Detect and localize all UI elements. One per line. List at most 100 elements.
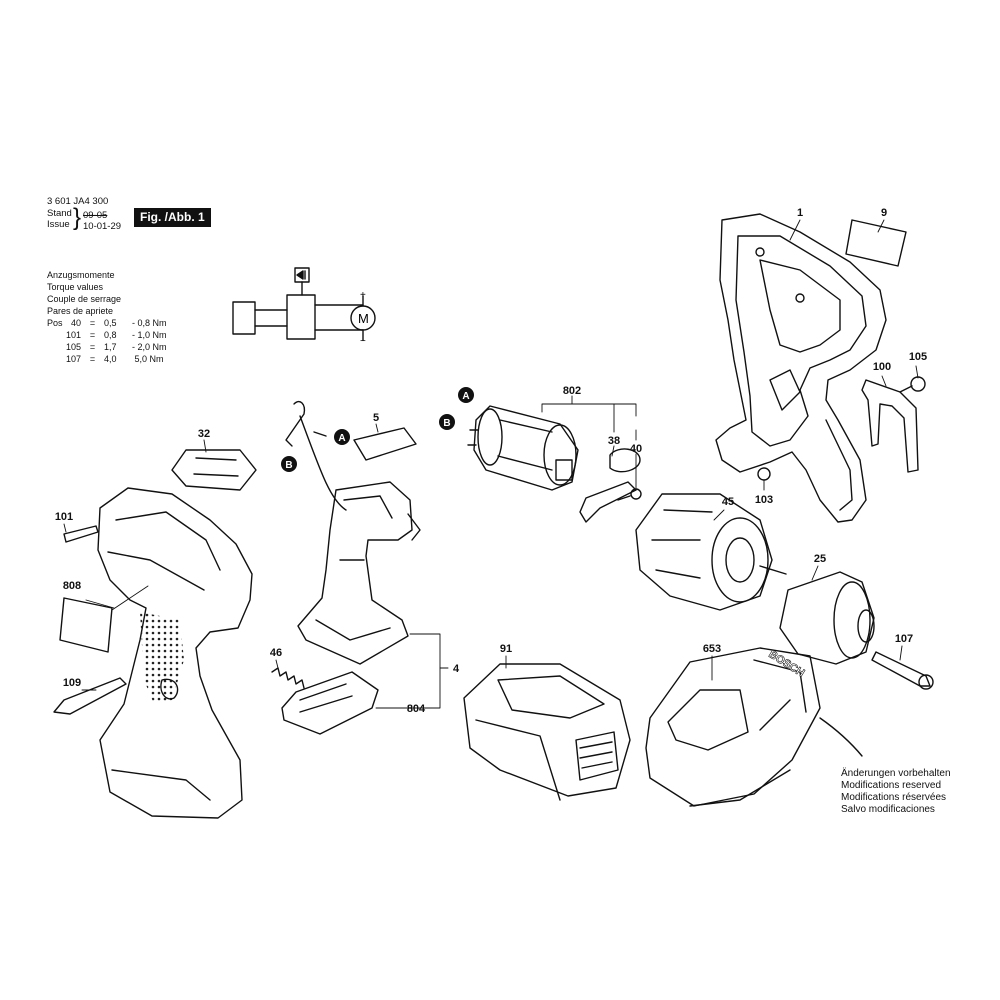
- spring-part-46: [271, 667, 305, 689]
- screw-part-105: [899, 376, 926, 393]
- motor-marker-a-label: A: [462, 391, 469, 402]
- part-number-5: 5: [373, 412, 379, 424]
- leader-lines: [63, 219, 919, 709]
- part-number-9: 9: [881, 207, 887, 219]
- torque-eq: =: [89, 342, 96, 352]
- belt-clip-part-100: [861, 379, 919, 473]
- issue-date: 10-01-29: [83, 221, 122, 232]
- part-number-101: 101: [55, 511, 73, 523]
- switch-module-part-4: [297, 481, 421, 665]
- polarity-plus: +: [360, 290, 366, 301]
- torque-max: 0,8 Nm: [137, 318, 167, 328]
- issue-label: Issue: [47, 219, 70, 230]
- part-number-107: 107: [895, 633, 913, 645]
- part-number-45: 45: [722, 496, 734, 508]
- battery-pack-part-91: [463, 663, 631, 801]
- connector-marker-a: [334, 429, 350, 445]
- part-number-46: 46: [270, 647, 282, 659]
- motor-symbol-label: M: [358, 311, 369, 326]
- part-number-804: 804: [407, 703, 426, 715]
- torque-row: 105 = 1,7 - 2,0 Nm: [47, 341, 167, 353]
- torque-eq: =: [89, 318, 96, 328]
- screw-part-107: [871, 651, 934, 690]
- part-number-4: 4: [453, 663, 460, 675]
- pos-label: Pos: [47, 318, 63, 328]
- torque-sep: -: [132, 342, 136, 352]
- torque-eq: =: [89, 354, 96, 364]
- torque-min: 0,8: [104, 330, 117, 340]
- charger-part-653: [645, 647, 863, 807]
- article-number: 3 601 JA4 300: [47, 196, 109, 207]
- torque-block: Anzugsmomente Torque values Couple de se…: [47, 269, 167, 365]
- torque-title-fr: Couple de serrage: [47, 294, 122, 304]
- label-part-808: [59, 597, 113, 653]
- part-number-109: 109: [63, 677, 81, 689]
- connector-marker-a-label: A: [338, 433, 345, 444]
- part-number-38: 38: [608, 435, 620, 447]
- torque-title-en: Torque values: [47, 282, 104, 292]
- torque-title-es: Pares de apriete: [47, 306, 114, 316]
- screw-part-101: [63, 525, 99, 543]
- switch-lock-part-32: [171, 449, 257, 491]
- charger-brand-logo: BOSCH: [766, 648, 806, 679]
- stand-date: 09-05: [83, 210, 108, 221]
- note-fr: Modifications réservées: [841, 792, 947, 803]
- torque-row: Pos 40 = 0,5 - 0,8 Nm: [47, 317, 167, 329]
- part-number-25: 25: [814, 553, 826, 565]
- chuck-part-25: [779, 571, 875, 665]
- part-number-653: 653: [703, 643, 721, 655]
- torque-eq: =: [89, 330, 96, 340]
- nut-part-103: [757, 467, 771, 481]
- part-number-100: 100: [873, 361, 891, 373]
- motor-part-802: [467, 405, 579, 491]
- torque-min: 4,0: [104, 354, 117, 364]
- torque-row: 101 = 0,8 - 1,0 Nm: [47, 329, 167, 341]
- housing-half-part-808: [97, 487, 253, 819]
- torque-pos: 105: [65, 342, 81, 352]
- part-number-1: 1: [797, 207, 803, 219]
- torque-max: 2,0 Nm: [137, 342, 167, 352]
- torque-sep: -: [132, 330, 136, 340]
- torque-min: 0,5: [104, 318, 117, 328]
- part-number-802: 802: [563, 385, 581, 397]
- wire-harness: [285, 400, 347, 511]
- gearbox-part-45: [635, 493, 787, 611]
- screw-part-40: [617, 488, 642, 501]
- part-number-32: 32: [198, 428, 210, 440]
- motor-marker-b: [439, 414, 455, 430]
- slider-part-5: [353, 427, 417, 461]
- part-number-103: 103: [755, 494, 773, 506]
- torque-max: 5,0 Nm: [134, 354, 164, 364]
- part-number-808: 808: [63, 580, 81, 592]
- connector-marker-b: [281, 456, 297, 472]
- torque-pos: 107: [65, 354, 81, 364]
- torque-max: 1,0 Nm: [137, 330, 167, 340]
- mounting-plate-part-38: [579, 448, 641, 523]
- note-en: Modifications reserved: [841, 780, 942, 791]
- torque-pos: 101: [65, 330, 81, 340]
- part-number-105: 105: [909, 351, 927, 363]
- brace: }: [73, 204, 82, 231]
- label-part-9: [845, 219, 907, 267]
- electronics-board-part-804: [281, 671, 379, 735]
- note-es: Salvo modificaciones: [841, 804, 935, 815]
- torque-min: 1,7: [104, 342, 117, 352]
- note-de: Änderungen vorbehalten: [841, 768, 951, 779]
- notes-block: Änderungen vorbehalten Modifications res…: [841, 768, 951, 816]
- screwdriver-bit-part-109: [53, 677, 127, 715]
- torque-sep: -: [132, 318, 136, 328]
- motor-marker-a: [458, 387, 474, 403]
- polarity-minus: −: [360, 336, 366, 347]
- stand-label: Stand: [47, 208, 72, 219]
- housing-shell-part-1: [715, 213, 887, 523]
- torque-pos: 40: [70, 318, 81, 328]
- part-number-40: 40: [630, 443, 642, 455]
- figure-badge: Fig. /Abb. 1: [134, 208, 211, 227]
- motor-marker-b-label: B: [443, 418, 450, 429]
- torque-row: 107 = 4,0 5,0 Nm: [47, 353, 167, 365]
- circuit-schematic: [232, 267, 376, 341]
- torque-title-de: Anzugsmomente: [47, 270, 115, 280]
- connector-marker-b-label: B: [285, 460, 292, 471]
- part-number-91: 91: [500, 643, 512, 655]
